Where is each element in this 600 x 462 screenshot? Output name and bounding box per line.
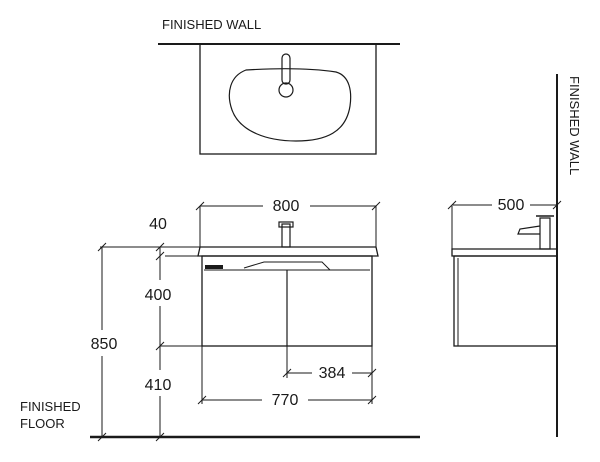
dim-410-label: 410 [145, 377, 172, 394]
brand-badge [205, 265, 223, 269]
faucet-handle [278, 221, 294, 228]
faucet-plan [281, 53, 291, 85]
drain-hole [278, 82, 294, 98]
dim-800-label: 800 [273, 198, 300, 215]
dim-770-label: 770 [272, 392, 299, 409]
basin-bowl [228, 68, 352, 142]
dimension-ticks [97, 201, 381, 442]
finished-wall-top-label: FINISHED WALL [162, 17, 261, 32]
dim-500-label: 500 [498, 197, 525, 214]
basin-countertop [197, 246, 379, 257]
dim-850-label: 850 [91, 336, 118, 353]
side-elevation: FINISHED WALL 500 [447, 74, 582, 437]
side-countertop [451, 248, 558, 257]
finished-floor-label-2: FLOOR [20, 416, 65, 431]
front-elevation: FINISHED FLOOR 800 770 384 [20, 198, 420, 442]
side-cabinet [453, 255, 558, 347]
faucet-front [281, 223, 291, 248]
side-faucet-spout [517, 225, 541, 235]
tick-500-left [447, 200, 457, 210]
finished-floor-label-1: FINISHED [20, 399, 81, 414]
basin-top-outline [199, 43, 377, 155]
dim-384-label: 384 [319, 365, 346, 382]
tick-500-right [552, 200, 562, 210]
dim-40-label: 40 [149, 216, 167, 233]
finished-wall-side-label: FINISHED WALL [567, 76, 582, 175]
side-faucet-body [539, 217, 551, 250]
dim-400-label: 400 [145, 287, 172, 304]
plan-view: FINISHED WALL [158, 17, 400, 155]
handle-recess [243, 261, 331, 271]
